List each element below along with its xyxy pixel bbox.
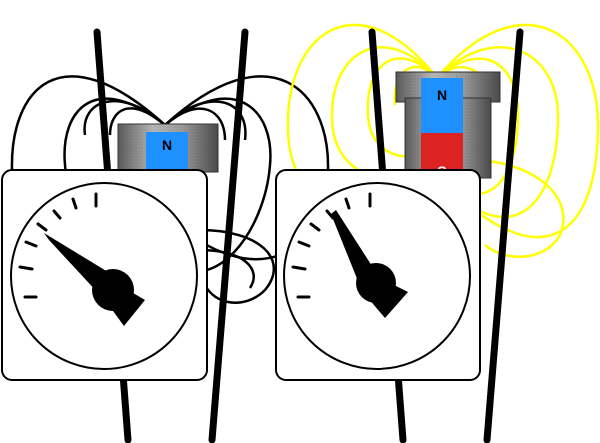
right-wire-b — [483, 28, 524, 443]
right-galvanometer-icon — [275, 169, 481, 381]
right-meter-tail — [368, 283, 408, 318]
right-bar-magnet-icon: N S — [395, 71, 501, 179]
left-north-label: N — [162, 137, 172, 153]
left-wire-b — [208, 28, 249, 443]
left-north-pole — [146, 132, 188, 172]
left-meter-tail — [105, 290, 145, 326]
right-meter-ticks — [291, 192, 372, 299]
right-north-label: N — [437, 87, 447, 103]
left-meter-ticks — [18, 192, 98, 299]
left-galvanometer-icon — [1, 169, 208, 381]
right-north-pole — [421, 78, 463, 133]
left-bar-magnet-icon: N — [117, 123, 219, 173]
